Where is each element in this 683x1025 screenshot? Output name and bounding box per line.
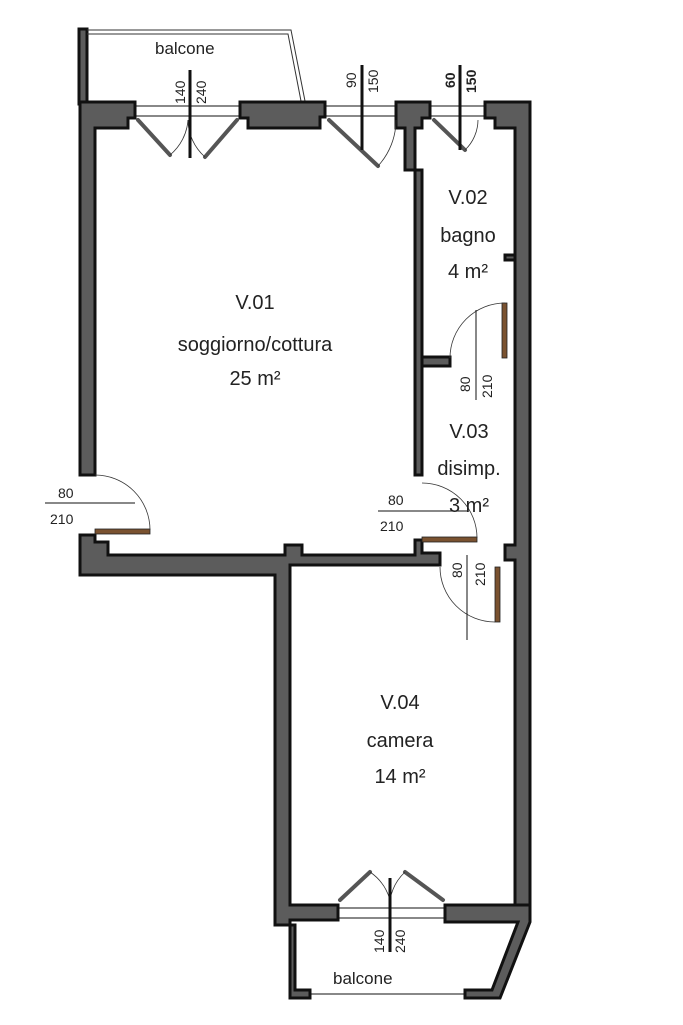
window-width: 140 (172, 80, 188, 104)
room-code: V.03 (449, 421, 488, 443)
window-height: 150 (463, 69, 479, 93)
door-width: 80 (449, 562, 465, 578)
room-name: soggiorno/cottura (178, 334, 333, 356)
room-v03: V.03 disimp. 3 m² (437, 421, 500, 517)
door-width: 80 (457, 376, 473, 392)
doors (94, 302, 508, 623)
bottom-balcony-label: balcone (333, 969, 393, 988)
window-leaves (136, 118, 479, 902)
room-area: 4 m² (448, 261, 488, 283)
room-area: 3 m² (449, 495, 489, 517)
window-panes (135, 105, 485, 995)
room-v04: V.04 camera 14 m² (367, 692, 435, 788)
door-height: 210 (479, 374, 495, 398)
door-height: 210 (50, 511, 74, 527)
window-height: 150 (365, 69, 381, 93)
door-height: 210 (472, 562, 488, 586)
room-code: V.02 (448, 187, 487, 209)
window-height: 240 (193, 80, 209, 104)
walls (78, 100, 532, 1000)
dimension-lines (45, 65, 477, 952)
room-area: 14 m² (374, 766, 425, 788)
room-name: disimp. (437, 458, 500, 480)
room-name: camera (367, 730, 435, 752)
room-area: 25 m² (229, 368, 280, 390)
room-code: V.04 (380, 692, 419, 714)
room-v02: V.02 bagno 4 m² (440, 187, 496, 283)
door-height: 210 (380, 518, 404, 534)
window-width: 60 (442, 72, 458, 88)
window-width: 140 (371, 929, 387, 953)
room-code: V.01 (235, 292, 274, 314)
window-width: 90 (343, 72, 359, 88)
door-width: 80 (388, 492, 404, 508)
room-name: bagno (440, 225, 496, 247)
room-v01: V.01 soggiorno/cottura 25 m² (178, 292, 333, 390)
top-balcony (77, 27, 306, 106)
window-height: 240 (392, 929, 408, 953)
door-width: 80 (58, 485, 74, 501)
top-balcony-label: balcone (155, 39, 215, 58)
